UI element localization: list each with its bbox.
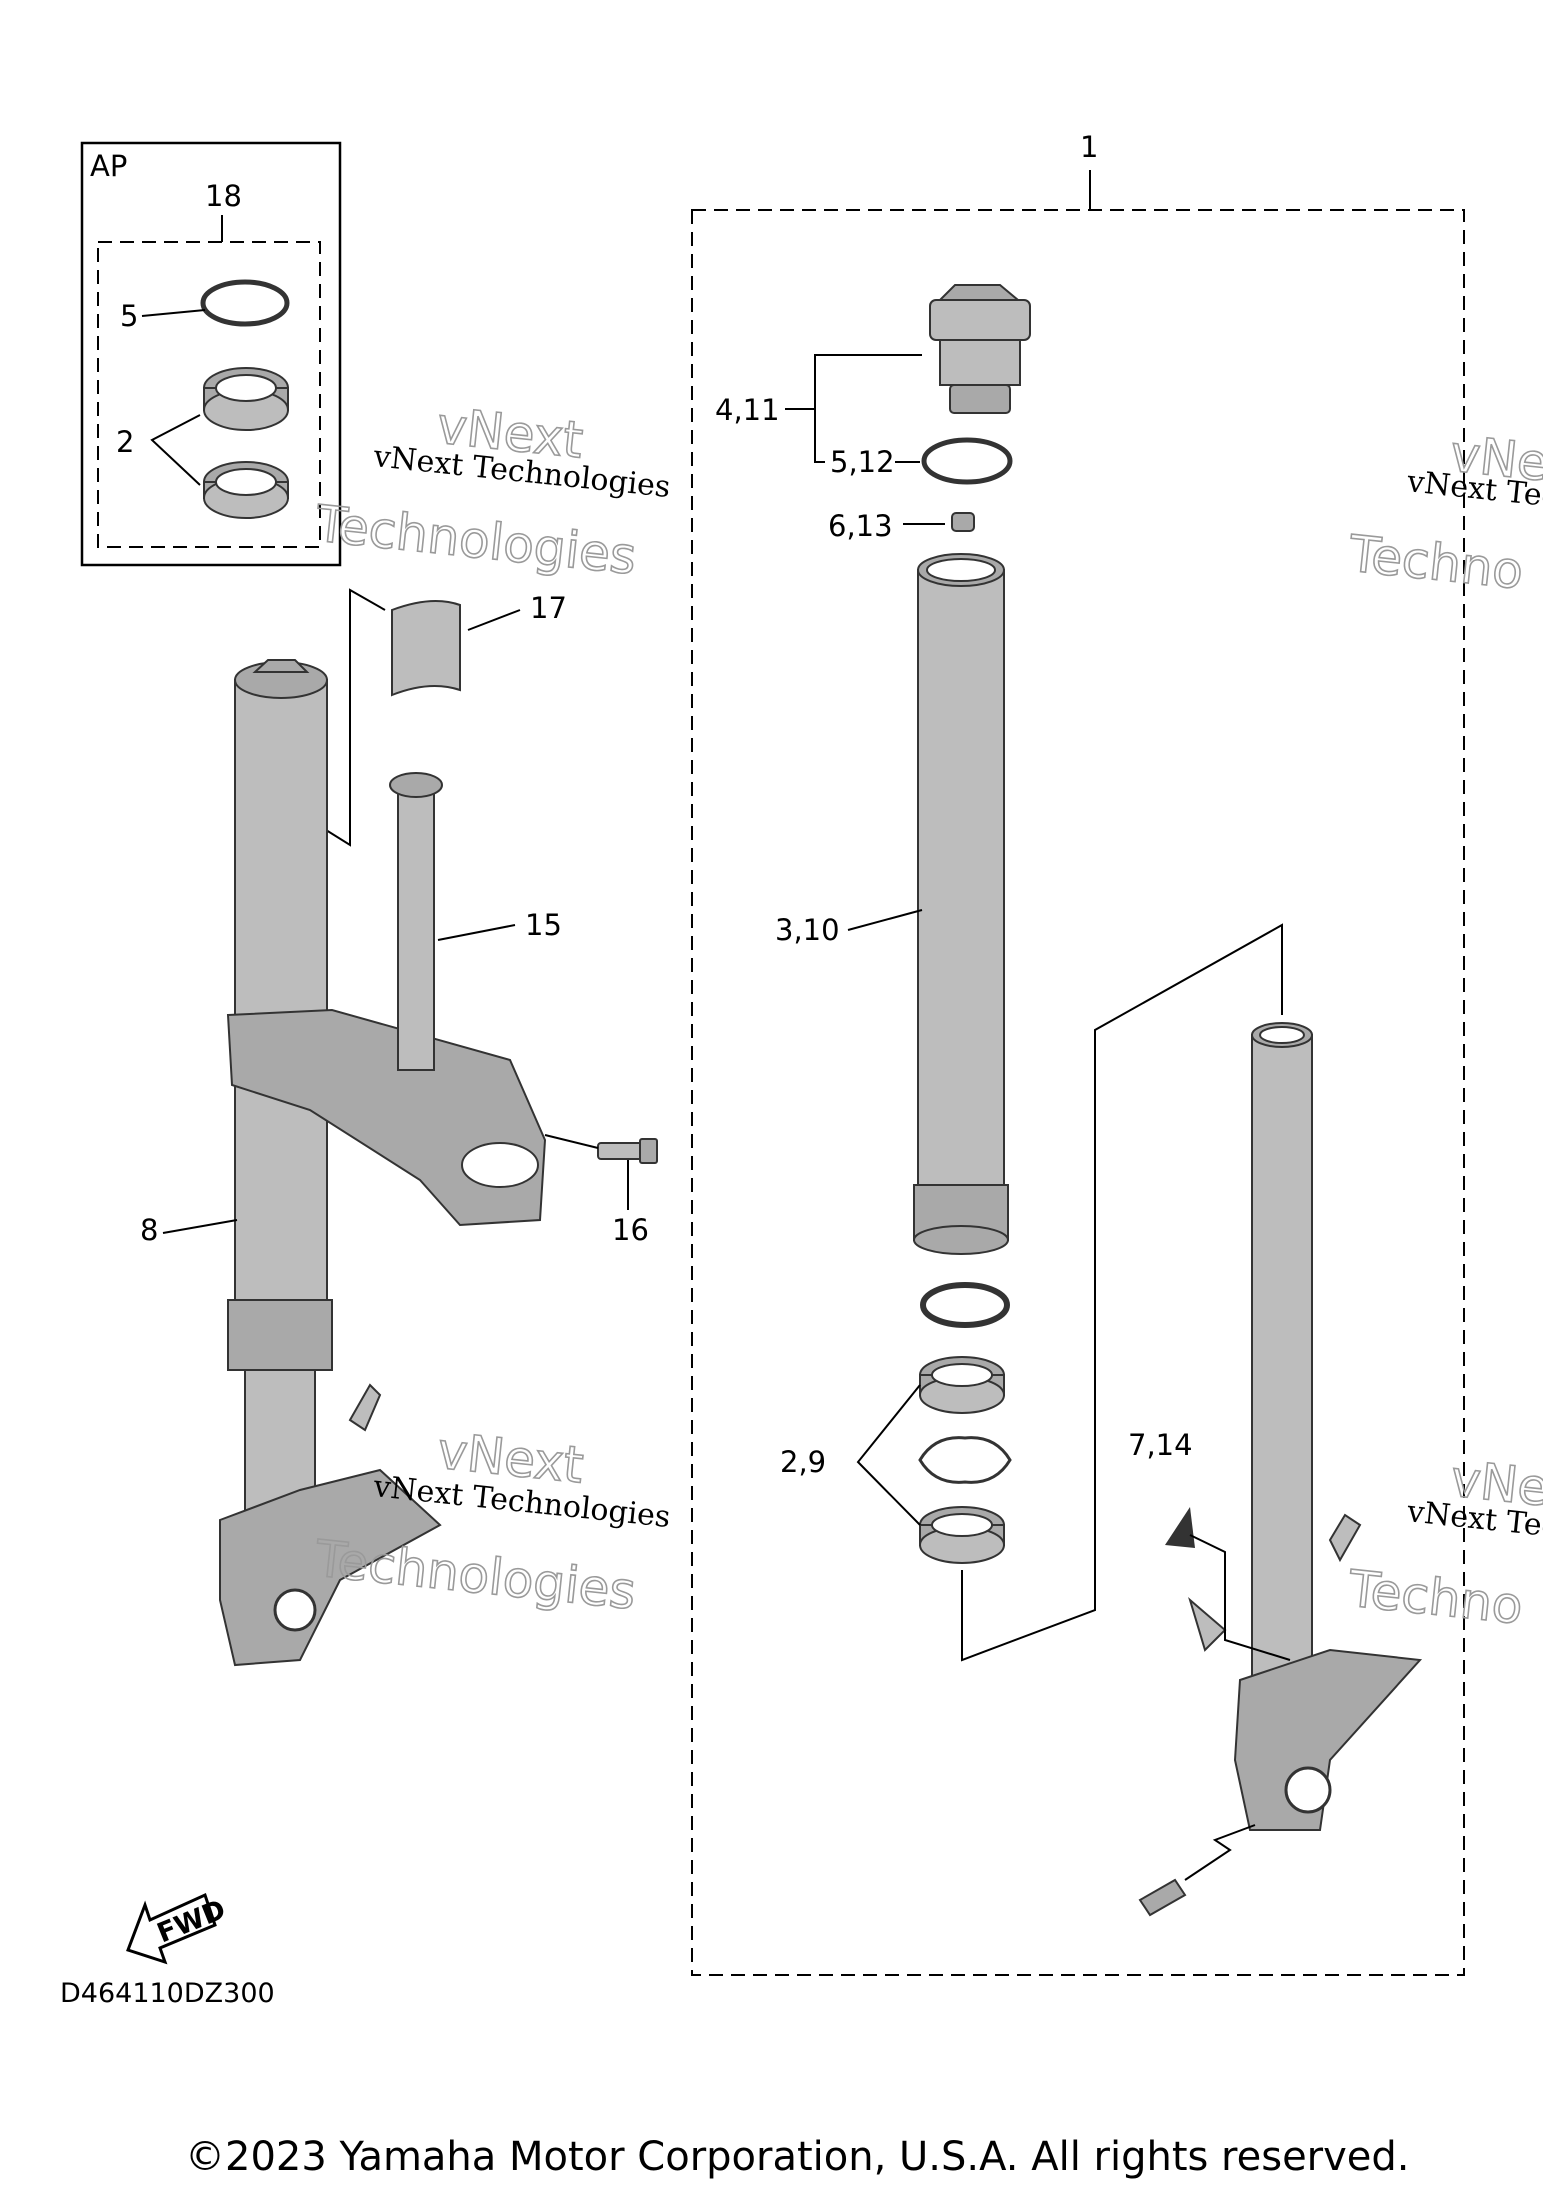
- seal-ring-icon: [203, 461, 289, 519]
- axle-pinch-bolt-icon: [1138, 1878, 1187, 1917]
- drain-bolt-icon: [1165, 1507, 1195, 1548]
- ap-item-2-label: 2: [116, 425, 134, 459]
- seal-ring-icon: [203, 367, 289, 431]
- svg-text:Technologies: Technologies: [312, 1529, 639, 1620]
- oil-seal-icon: [919, 1356, 1005, 1414]
- watermark: vNext Tec vNe Techno: [1345, 424, 1543, 601]
- outer-tube-icon: [1188, 1022, 1423, 1831]
- circlip-icon: [918, 1436, 1012, 1484]
- diagram-code: D464110DZ300: [60, 1978, 275, 2009]
- callout-5-12: 5,12: [830, 445, 895, 479]
- kit-18-label: 18: [205, 179, 242, 213]
- pinch-bolt-16-icon: [597, 1138, 658, 1164]
- nut-icon: [951, 512, 975, 532]
- ap-item-5-label: 5: [120, 299, 138, 333]
- cap-oring-icon: [921, 437, 1013, 485]
- callout-6-13: 6,13: [828, 509, 893, 543]
- assembly-box: 1: [691, 130, 1465, 1976]
- dust-seal-icon: [920, 1282, 1010, 1328]
- svg-text:Techno: Techno: [1345, 1560, 1525, 1636]
- svg-text:vNe: vNe: [1448, 1450, 1543, 1518]
- left-fork-assembly-icon: [219, 659, 547, 1667]
- fork-cap-bolt-icon: [929, 284, 1031, 414]
- svg-text:Technologies: Technologies: [312, 494, 639, 585]
- clip-17-icon: [391, 600, 461, 697]
- callout-16: 16: [612, 1213, 649, 1247]
- callout-4-11: 4,11: [715, 393, 780, 427]
- watermark: vNext Tec vNe Techno: [1344, 1449, 1543, 1636]
- watermark: vNext Technologies vNext Technologies: [312, 396, 672, 587]
- callout-3-10: 3,10: [775, 913, 840, 947]
- copyright-text: ©2023 Yamaha Motor Corporation, U.S.A. A…: [185, 2134, 1410, 2180]
- fwd-arrow-icon: FWD: [126, 1892, 230, 1965]
- callout-8: 8: [140, 1213, 158, 1247]
- oil-seal-icon: [919, 1506, 1005, 1564]
- svg-text:vNe: vNe: [1448, 425, 1543, 493]
- ap-kit-box: AP 18 5 2: [80, 141, 342, 567]
- oring-5-icon: [200, 279, 290, 327]
- svg-text:Techno: Techno: [1346, 525, 1526, 601]
- inner-tube-icon: [913, 553, 1009, 1255]
- callout-1: 1: [1080, 130, 1098, 164]
- callout-17: 17: [530, 591, 567, 625]
- callout-15: 15: [525, 908, 562, 942]
- callout-7-14: 7,14: [1128, 1428, 1193, 1462]
- callout-2-9: 2,9: [780, 1445, 826, 1479]
- ap-label: AP: [90, 149, 127, 183]
